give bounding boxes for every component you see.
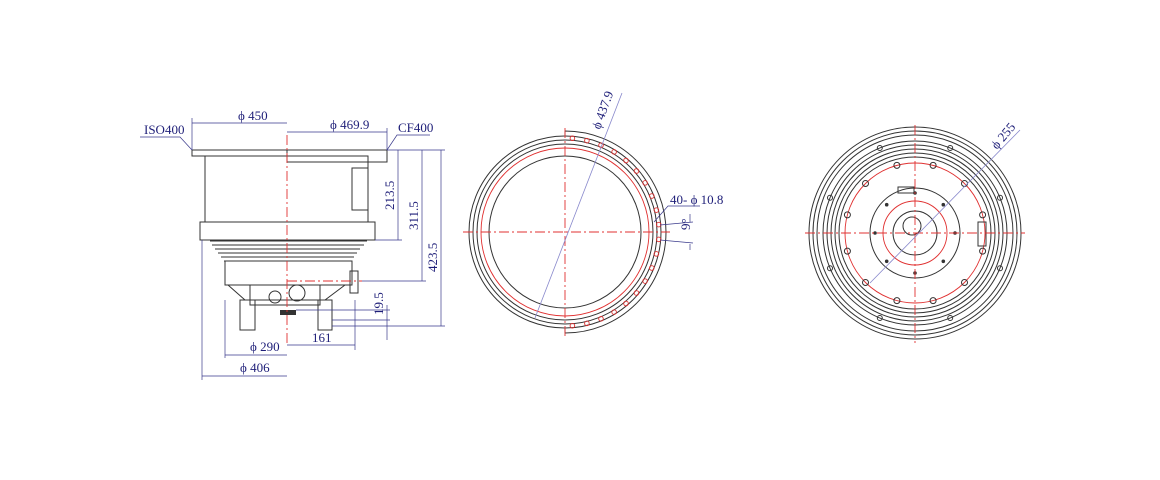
inner-bolt xyxy=(941,259,946,264)
bolt xyxy=(843,247,851,255)
side-port xyxy=(977,221,987,247)
dim-311-5: 311.5 xyxy=(406,201,421,230)
inner-bolt xyxy=(884,259,889,264)
dim-line-255 xyxy=(869,129,1021,284)
flange-view: ϕ 437.9 40- ϕ 10.8 9° xyxy=(463,89,723,336)
bolt xyxy=(979,211,987,219)
side-panel xyxy=(351,167,369,211)
mount-hole xyxy=(827,265,833,272)
bolt xyxy=(961,279,968,286)
bolt xyxy=(843,211,851,219)
bolt-holes xyxy=(569,135,662,329)
bolt-hole xyxy=(611,149,617,155)
mount-hole xyxy=(997,194,1003,201)
bolt xyxy=(893,161,901,169)
bolt xyxy=(893,297,901,305)
bolt-hole xyxy=(642,180,648,186)
bolt-hole xyxy=(623,300,629,307)
dim-holes: 40- ϕ 10.8 xyxy=(670,192,723,207)
dim-phi-450: ϕ 450 xyxy=(238,108,268,123)
bolt xyxy=(929,161,937,169)
mount-hole xyxy=(876,315,883,321)
leg-right xyxy=(317,299,333,331)
top-connector xyxy=(897,186,915,194)
label-cf400: CF400 xyxy=(398,120,433,135)
dim-angle: 9° xyxy=(678,218,693,230)
label-iso400: ISO400 xyxy=(144,122,184,137)
bolt-hole xyxy=(584,320,590,327)
bolt-hole xyxy=(584,137,590,144)
bolt-hole xyxy=(653,207,660,213)
collar xyxy=(199,221,376,241)
bolt xyxy=(979,247,987,255)
dim-phi-469-9: ϕ 469.9 xyxy=(330,117,369,132)
dim-423-5: 423.5 xyxy=(425,243,440,272)
bolt-hole xyxy=(649,193,655,199)
bolt-hole xyxy=(569,135,576,142)
inner-bolt xyxy=(941,202,946,207)
dim-phi-255: ϕ 255 xyxy=(988,120,1019,152)
cooling-fins xyxy=(210,240,367,262)
base-skirt xyxy=(227,284,346,301)
bolt xyxy=(862,279,869,286)
mount-hole xyxy=(827,194,833,201)
side-port xyxy=(349,270,359,294)
bolt xyxy=(929,297,937,305)
electrical-connector xyxy=(288,284,306,302)
mount-hole xyxy=(947,145,954,151)
bottom-bolts xyxy=(827,145,1003,321)
pump-body xyxy=(204,155,369,223)
dim-161: 161 xyxy=(312,330,332,345)
bolt-hole xyxy=(649,265,655,271)
bolt-hole xyxy=(653,251,660,257)
iso-flange xyxy=(191,149,288,157)
connector xyxy=(268,290,282,304)
mount-hole xyxy=(947,315,954,321)
dim-line-437-9 xyxy=(534,92,623,319)
inner-bolt xyxy=(884,202,889,207)
vent-valve xyxy=(280,310,296,315)
mount-hole xyxy=(876,145,883,151)
dim-213-5: 213.5 xyxy=(382,181,397,210)
base-plate xyxy=(249,284,321,306)
bolt-hole xyxy=(633,290,640,296)
dim-phi-406: ϕ 406 xyxy=(240,360,270,375)
bolt-hole xyxy=(598,316,604,322)
bolt-hole xyxy=(642,278,648,284)
bolt-hole xyxy=(569,322,576,329)
inner-bolt xyxy=(873,231,877,235)
bolt-hole xyxy=(633,168,640,174)
bottom-view: ϕ 255 xyxy=(805,120,1025,343)
mount-hole xyxy=(997,265,1003,272)
center-connector xyxy=(902,216,922,236)
dim-phi-437-9: ϕ 437.9 xyxy=(589,89,617,131)
bolt-hole xyxy=(655,236,662,243)
bolt-hole xyxy=(623,157,629,164)
dim-19-5: 19.5 xyxy=(371,292,386,315)
leg-left xyxy=(239,299,256,331)
dim-phi-290: ϕ 290 xyxy=(250,339,280,354)
bolt xyxy=(862,180,869,187)
bolt-hole xyxy=(611,309,617,315)
side-view: ϕ 450 ϕ 469.9 ISO400 CF400 213.5 311.5 4… xyxy=(140,108,445,380)
